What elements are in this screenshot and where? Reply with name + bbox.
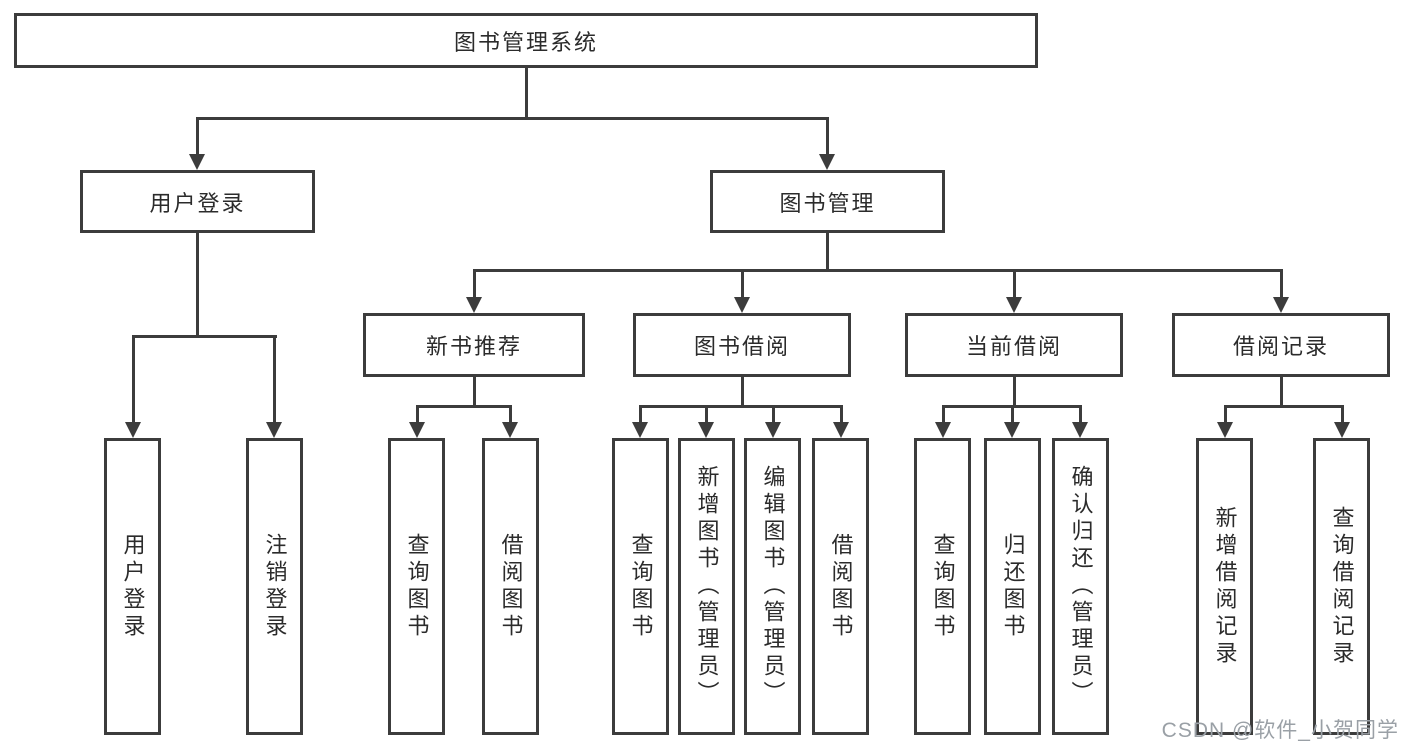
connector-bookmgmt-stub — [1012, 270, 1016, 298]
arrow-down-icon — [1217, 422, 1233, 438]
arrow-down-icon — [935, 422, 951, 438]
connector-newbook-vertical — [472, 377, 476, 407]
arrow-down-icon — [1004, 422, 1020, 438]
leaf-logout-label: 注销登录 — [262, 532, 288, 641]
node-current-borrowing: 当前借阅 — [905, 313, 1123, 377]
node-book-borrowing: 图书借阅 — [633, 313, 851, 377]
arrow-down-icon — [819, 154, 835, 170]
arrow-down-icon — [189, 154, 205, 170]
arrow-down-icon — [632, 422, 648, 438]
leaf-add-book-admin: 新增图书（管理员） — [678, 438, 735, 735]
connector-current-stub — [941, 406, 945, 423]
leaf-query-borrow-record-label: 查询借阅记录 — [1329, 505, 1355, 668]
connector-records-stub — [1340, 406, 1344, 423]
leaf-edit-book-admin-label: 编辑图书（管理员） — [760, 465, 786, 708]
leaf-borrow-books-borrowing-label: 借阅图书 — [828, 532, 854, 641]
leaf-confirm-return-admin: 确认归还（管理员） — [1052, 438, 1109, 735]
connector-root-stub-left — [195, 118, 199, 155]
leaf-query-books-borrowing: 查询图书 — [612, 438, 669, 735]
leaf-user-login: 用户登录 — [104, 438, 161, 735]
connector-bookmgmt-horizontal — [472, 268, 1283, 272]
connector-bookmgmt-stub — [1279, 270, 1283, 298]
connector-newbook-horizontal — [415, 404, 512, 408]
connector-root-vertical — [524, 68, 528, 118]
connector-current-stub — [1010, 406, 1014, 423]
connector-root-stub-right — [825, 118, 829, 155]
connector-borrowing-stub — [704, 406, 708, 423]
connector-records-horizontal — [1223, 404, 1344, 408]
arrow-down-icon — [1072, 422, 1088, 438]
arrow-down-icon — [1334, 422, 1350, 438]
leaf-add-borrow-record-label: 新增借阅记录 — [1212, 505, 1238, 668]
connector-borrowing-vertical — [740, 377, 744, 407]
leaf-add-book-admin-label: 新增图书（管理员） — [694, 465, 720, 708]
node-borrowing-records: 借阅记录 — [1172, 313, 1390, 377]
leaf-logout: 注销登录 — [246, 438, 303, 735]
leaf-borrow-books-newbook-label: 借阅图书 — [498, 532, 524, 641]
arrow-down-icon — [734, 297, 750, 313]
node-book-management: 图书管理 — [710, 170, 945, 233]
connector-bookmgmt-vertical — [825, 233, 829, 271]
arrow-down-icon — [466, 297, 482, 313]
connector-borrowing-horizontal — [638, 404, 843, 408]
connector-borrowing-stub — [638, 406, 642, 423]
connector-newbook-stub — [415, 406, 419, 423]
connector-records-stub — [1223, 406, 1227, 423]
leaf-query-books-current-label: 查询图书 — [930, 532, 956, 641]
arrow-down-icon — [698, 422, 714, 438]
connector-borrowing-stub — [771, 406, 775, 423]
leaf-user-login-label: 用户登录 — [120, 532, 146, 641]
leaf-borrow-books-newbook: 借阅图书 — [482, 438, 539, 735]
node-library-management-system: 图书管理系统 — [14, 13, 1038, 68]
connector-userlogin-horizontal — [131, 334, 277, 338]
leaf-return-book: 归还图书 — [984, 438, 1041, 735]
csdn-watermark: CSDN @软件_小贺同学 — [1161, 719, 1399, 742]
arrow-down-icon — [409, 422, 425, 438]
arrow-down-icon — [833, 422, 849, 438]
arrow-down-icon — [502, 422, 518, 438]
leaf-query-borrow-record: 查询借阅记录 — [1313, 438, 1370, 735]
connector-userlogin-stub — [131, 336, 135, 423]
connector-root-horizontal — [195, 116, 829, 120]
leaf-query-books-newbook-label: 查询图书 — [404, 532, 430, 641]
connector-userlogin-vertical — [195, 233, 199, 337]
connector-current-vertical — [1012, 377, 1016, 407]
arrow-down-icon — [266, 422, 282, 438]
arrow-down-icon — [125, 422, 141, 438]
node-user-login: 用户登录 — [80, 170, 315, 233]
leaf-query-books-borrowing-label: 查询图书 — [628, 532, 654, 641]
leaf-query-books-newbook: 查询图书 — [388, 438, 445, 735]
node-new-book-recommendation: 新书推荐 — [363, 313, 585, 377]
leaf-query-books-current: 查询图书 — [914, 438, 971, 735]
connector-userlogin-stub — [272, 336, 276, 423]
arrow-down-icon — [1006, 297, 1022, 313]
arrow-down-icon — [1273, 297, 1289, 313]
leaf-return-book-label: 归还图书 — [1000, 532, 1026, 641]
connector-current-stub — [1078, 406, 1082, 423]
connector-bookmgmt-stub — [472, 270, 476, 298]
connector-records-vertical — [1279, 377, 1283, 407]
leaf-add-borrow-record: 新增借阅记录 — [1196, 438, 1253, 735]
leaf-edit-book-admin: 编辑图书（管理员） — [744, 438, 801, 735]
connector-newbook-stub — [508, 406, 512, 423]
leaf-borrow-books-borrowing: 借阅图书 — [812, 438, 869, 735]
arrow-down-icon — [765, 422, 781, 438]
connector-bookmgmt-stub — [740, 270, 744, 298]
leaf-confirm-return-admin-label: 确认归还（管理员） — [1068, 465, 1094, 708]
connector-borrowing-stub — [839, 406, 843, 423]
